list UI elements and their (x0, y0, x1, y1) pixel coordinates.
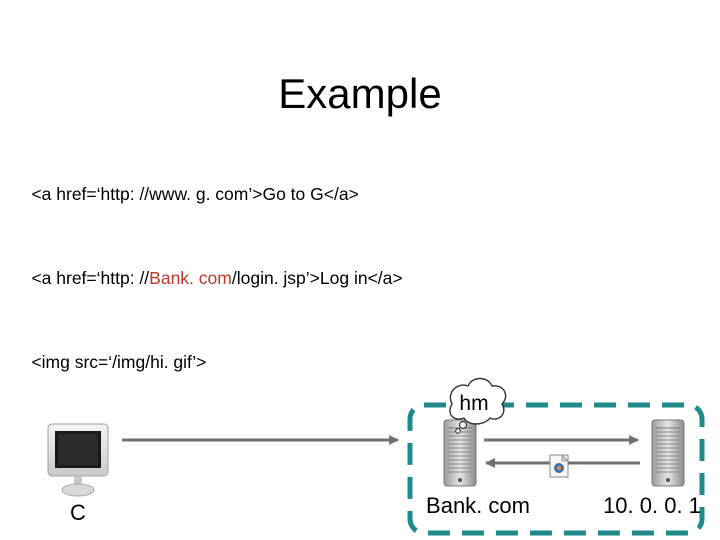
code-line-2-prefix: <a href=‘http: // (31, 268, 150, 288)
computer-monitor-icon (47, 423, 109, 497)
code-line-3: <img src=‘/img/hi. gif’> (12, 320, 403, 404)
code-line-2: <a href=‘http: //Bank. com/login. jsp’>L… (12, 236, 403, 320)
client-label: C (70, 500, 86, 525)
ip-server-label: 10. 0. 0. 1 (603, 493, 701, 518)
server-tower-icon (651, 419, 685, 487)
thought-bubble (449, 377, 507, 434)
code-block: <a href=‘http: //www. g. com’>Go to G</a… (12, 152, 403, 404)
code-line-1-text: <a href=‘http: //www. g. com’>Go to G</a… (31, 184, 359, 204)
gif-file-icon (549, 454, 569, 478)
code-line-2-domain-highlight: Bank. com (149, 268, 232, 288)
bank-server-label: Bank. com (426, 493, 530, 518)
server-tower-icon (443, 419, 477, 487)
thought-bubble-text: hm (459, 392, 489, 415)
code-line-2-suffix: /login. jsp’>Log in</a> (231, 268, 403, 288)
code-line-1: <a href=‘http: //www. g. com’>Go to G</a… (12, 152, 403, 236)
code-line-3-text: <img src=‘/img/hi. gif’> (31, 352, 207, 372)
slide-title: Example (278, 70, 442, 117)
